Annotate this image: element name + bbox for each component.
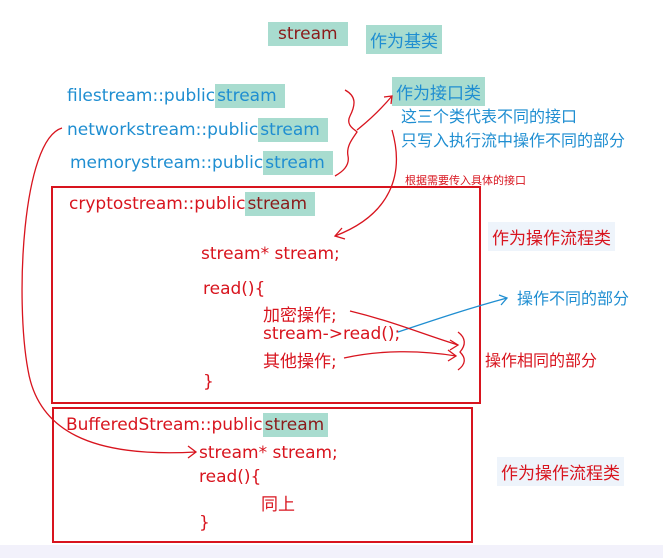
buffered-line: 同上 [261, 495, 295, 515]
filestream-base: stream [215, 84, 285, 108]
same-part-label: 操作相同的部分 [485, 351, 598, 370]
interface-brace [334, 89, 358, 177]
crypto-close: } [203, 372, 214, 392]
interface-label-arrow [356, 95, 393, 131]
networkstream-class-name: networkstream::public [67, 120, 259, 140]
different-part-label: 操作不同的部分 [517, 289, 630, 308]
crypto-read-open: read(){ [203, 279, 266, 299]
crypto-line-read: stream->read(); [263, 324, 401, 344]
crypto-flow-label: 作为操作流程类 [488, 222, 615, 251]
interface-label: 作为接口类 [392, 77, 485, 106]
cryptostream-class-name: cryptostream::public [69, 194, 246, 214]
memorystream-class-name: memorystream::public [70, 153, 264, 173]
bufferedstream-box [52, 407, 473, 543]
buffered-member: stream* stream; [199, 443, 338, 463]
inject-note: 根据需要传入具体的接口 [405, 174, 526, 187]
cryptostream-base: stream [245, 192, 316, 216]
interface-note-line2: 只写入执行流中操作不同的部分 [401, 131, 626, 150]
crypto-flow-label-text: 作为操作流程类 [492, 229, 611, 249]
different-arrowhead [498, 294, 509, 306]
buffered-read-open: read(){ [199, 467, 262, 487]
buffered-flow-label-text: 作为操作流程类 [501, 464, 620, 484]
base-class: stream [268, 22, 348, 46]
interface-note-line1: 这三个类代表不同的接口 [401, 107, 578, 126]
base-class-label: 作为基类 [366, 25, 442, 54]
base-class-name: stream [268, 22, 348, 46]
networkstream-base: stream [258, 118, 328, 142]
filestream-class-name: filestream::public [67, 86, 216, 106]
crypto-line-encrypt: 加密操作; [263, 306, 337, 326]
bottom-band [0, 545, 663, 558]
interface-label-arrowhead [383, 95, 393, 105]
memorystream-base: stream [263, 151, 333, 175]
crypto-member: stream* stream; [201, 244, 340, 264]
buffered-flow-label: 作为操作流程类 [497, 457, 624, 486]
crypto-line-other: 其他操作; [263, 352, 337, 372]
bufferedstream-class-name: BufferedStream::public [66, 415, 263, 435]
buffered-close: } [199, 513, 210, 533]
bufferedstream-base: stream [262, 413, 329, 437]
